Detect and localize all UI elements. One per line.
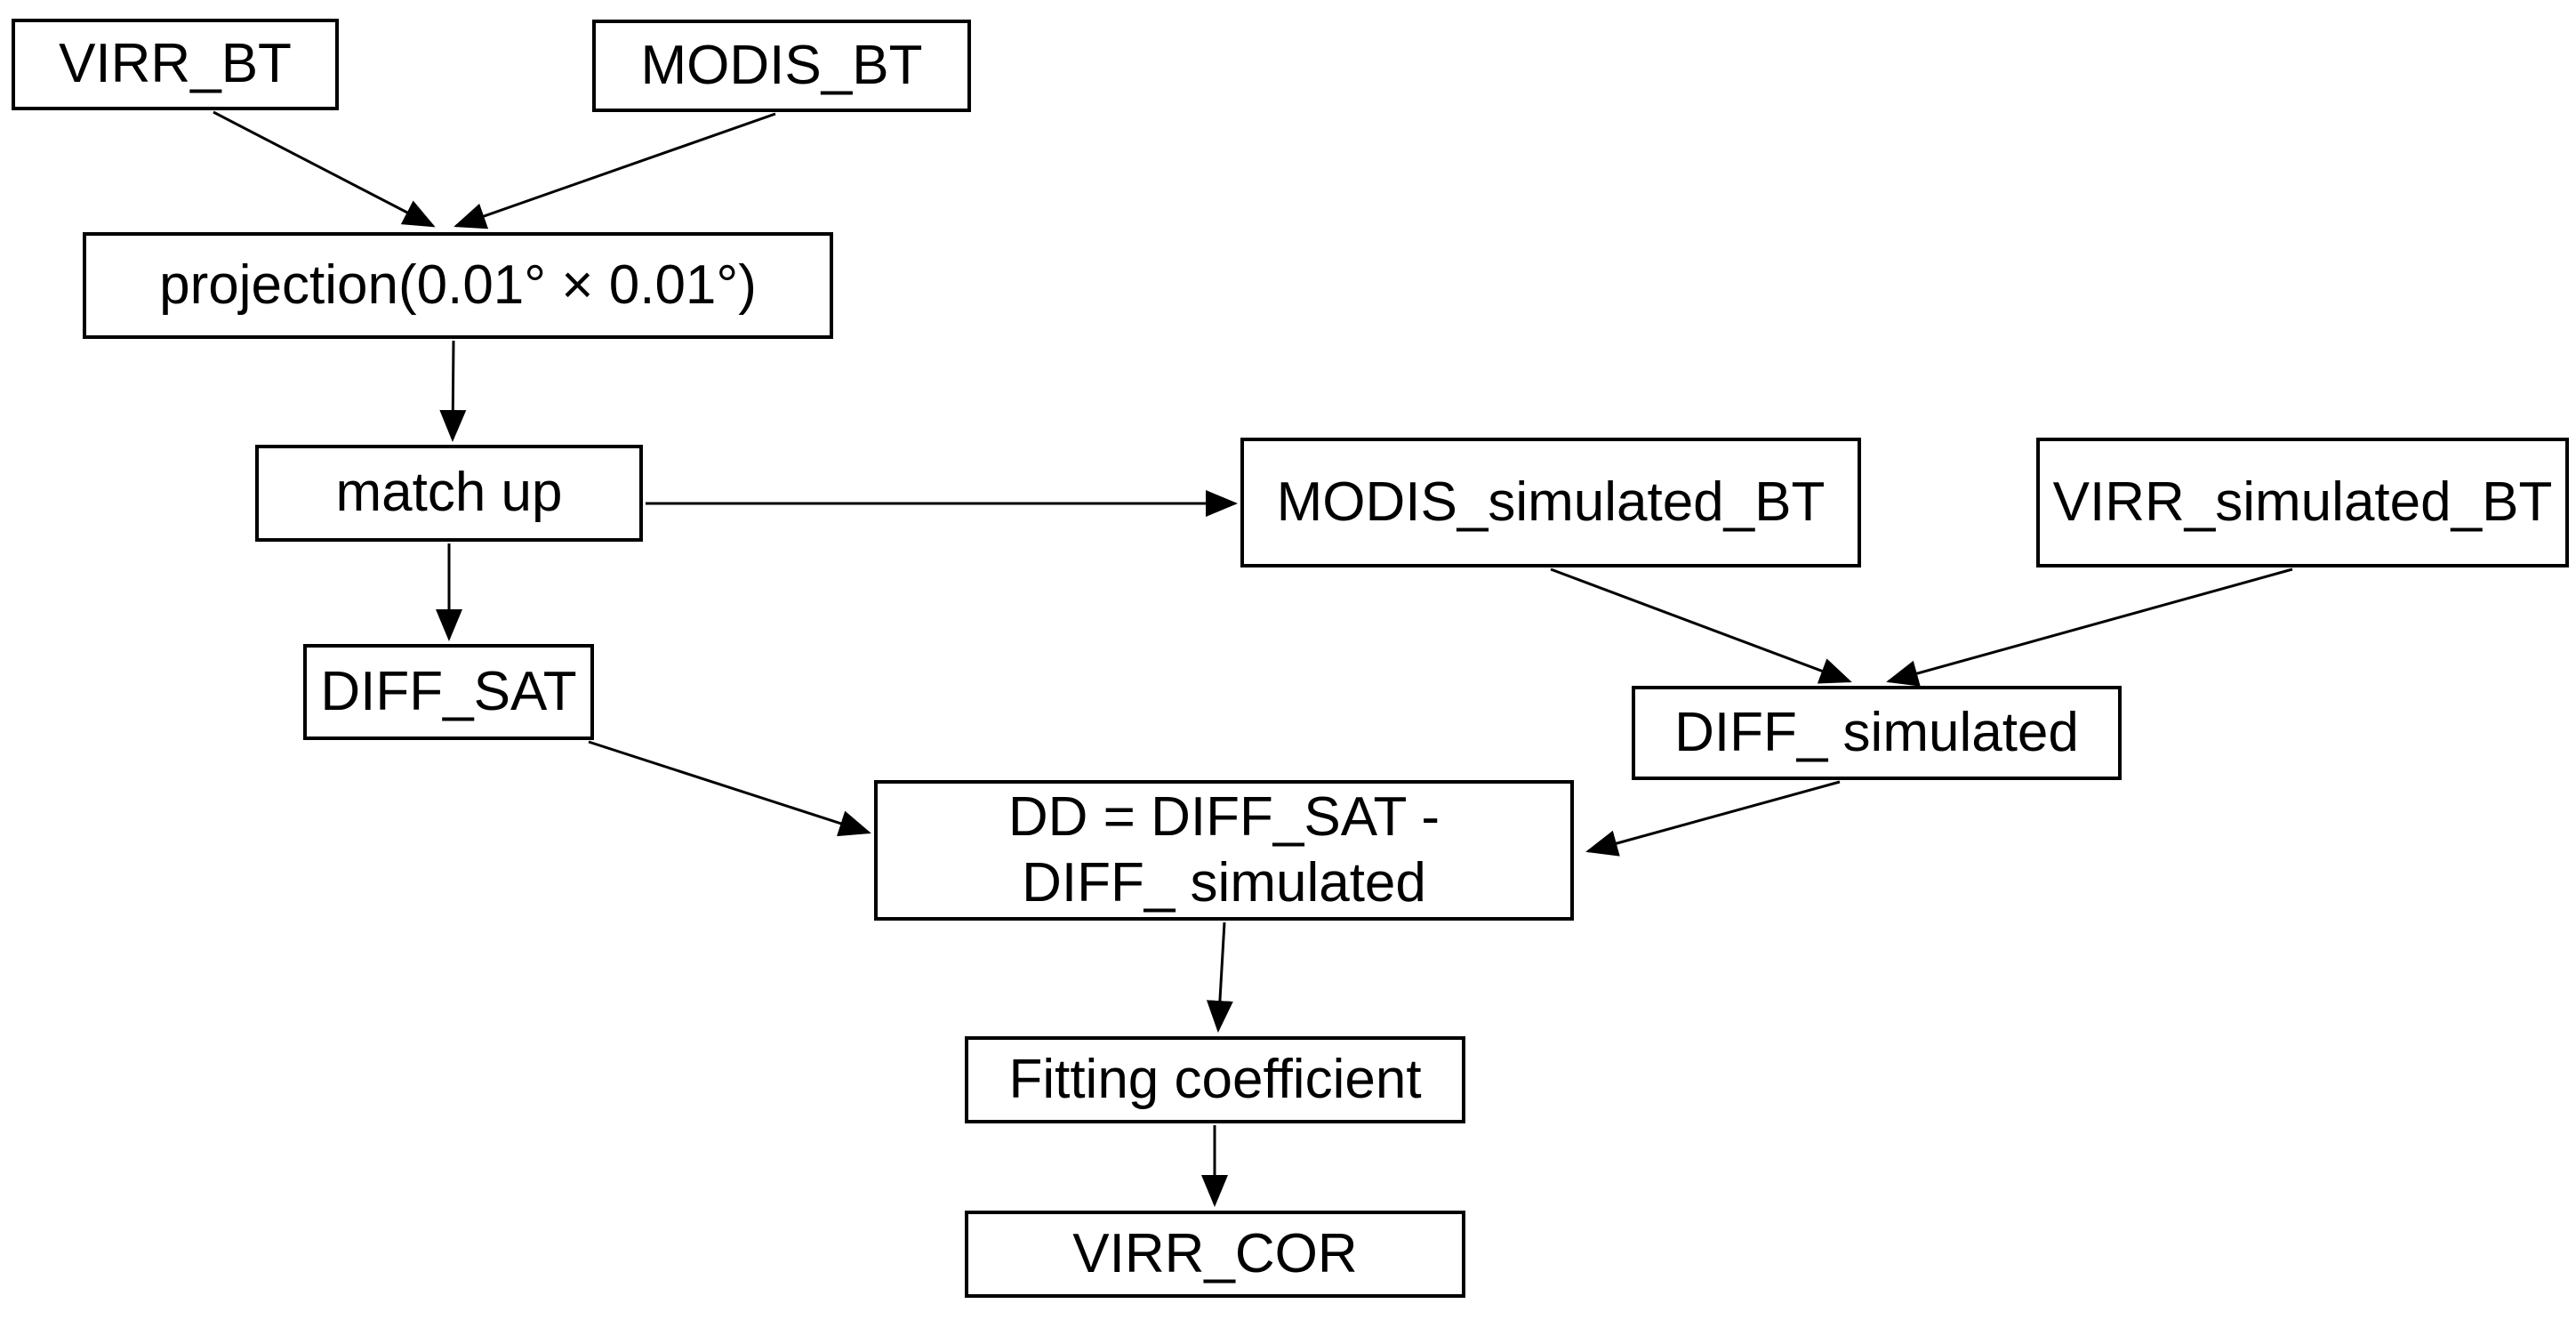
edge-virr-simulated-bt-to-diff-simulated <box>1886 567 2293 687</box>
edge-modis-simulated-bt-to-diff-simulated <box>1550 567 1852 684</box>
edge-dd-to-fitting-coefficient <box>1206 922 1233 1033</box>
node-dd-equation-line2: DIFF_ simulated <box>1022 852 1426 914</box>
node-dd-equation: DD = DIFF_SAT - DIFF_ simulated <box>874 780 1574 921</box>
node-modis-simulated-bt-label: MODIS_simulated_BT <box>1276 471 1826 533</box>
node-virr-bt: VIRR_BT <box>12 19 339 110</box>
node-virr-cor: VIRR_COR <box>965 1211 1465 1298</box>
node-projection: projection(0.01° × 0.01°) <box>83 232 833 339</box>
node-virr-simulated-bt: VIRR_simulated_BT <box>2036 438 2569 567</box>
node-modis-bt: MODIS_BT <box>592 20 971 112</box>
node-virr-cor-label: VIRR_COR <box>1072 1222 1358 1284</box>
edge-diff-sat-to-dd <box>588 740 871 837</box>
edge-diff-simulated-to-dd <box>1585 780 1841 857</box>
node-match-up: match up <box>255 445 643 542</box>
node-match-up-label: match up <box>335 462 563 524</box>
node-modis-simulated-bt: MODIS_simulated_BT <box>1240 438 1861 567</box>
node-diff-sat-label: DIFF_SAT <box>320 660 577 722</box>
node-diff-sat: DIFF_SAT <box>303 644 594 740</box>
node-fitting-coefficient-label: Fitting coefficient <box>1008 1048 1422 1110</box>
node-diff-simulated: DIFF_ simulated <box>1632 686 2122 780</box>
node-fitting-coefficient: Fitting coefficient <box>965 1036 1465 1123</box>
edge-modis-bt-to-projection <box>453 112 776 229</box>
node-projection-label: projection(0.01° × 0.01°) <box>159 254 757 316</box>
node-modis-bt-label: MODIS_BT <box>640 34 923 96</box>
node-diff-simulated-label: DIFF_ simulated <box>1674 701 2079 763</box>
node-dd-equation-line1: DD = DIFF_SAT - <box>1007 785 1440 848</box>
edge-virr-bt-to-projection <box>213 110 436 228</box>
node-virr-simulated-bt-label: VIRR_simulated_BT <box>2052 471 2553 533</box>
node-virr-bt-label: VIRR_BT <box>59 33 292 95</box>
